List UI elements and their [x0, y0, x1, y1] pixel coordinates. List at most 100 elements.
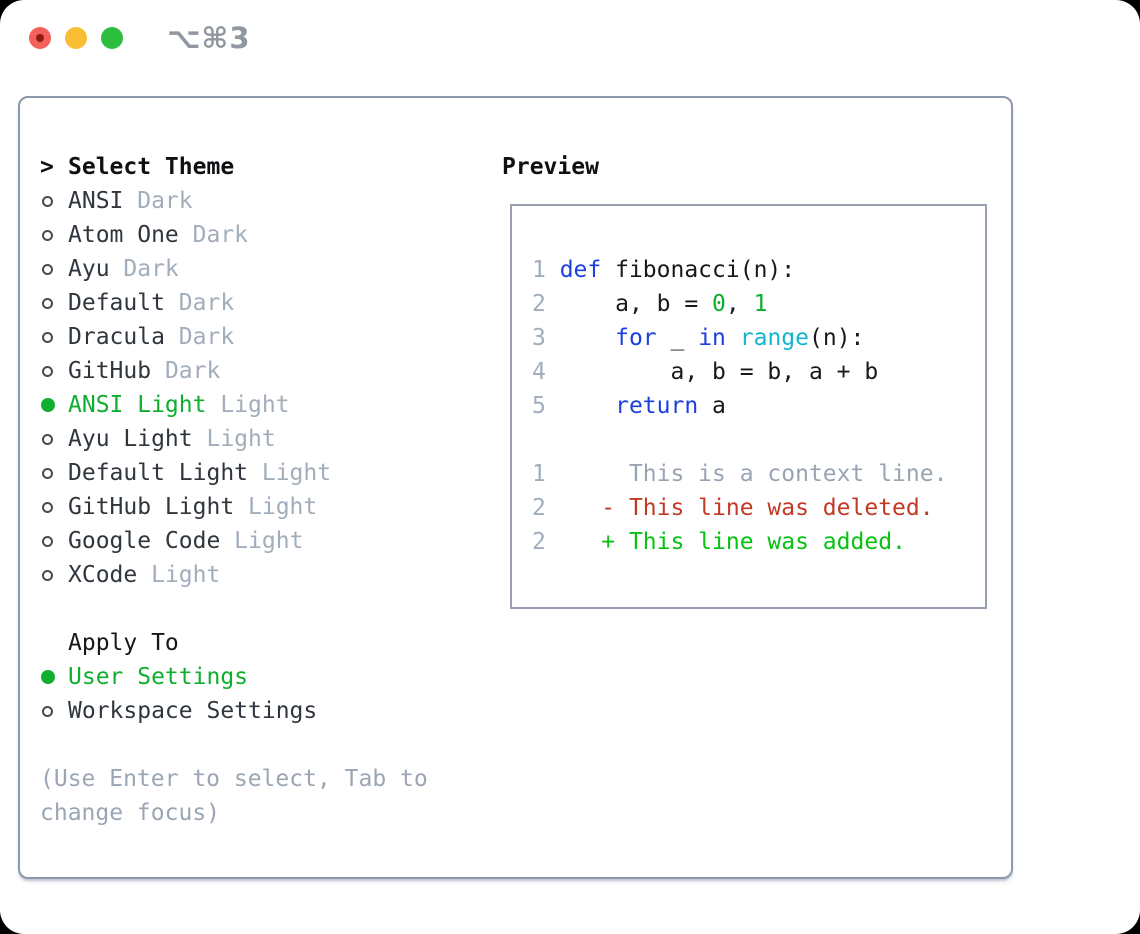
- option-tag: Light: [137, 562, 221, 588]
- theme-option-ansi-light[interactable]: ANSI Light Light: [40, 388, 480, 422]
- theme-option-github-light[interactable]: GitHub Light Light: [40, 490, 480, 524]
- option-tag: Light: [234, 494, 318, 520]
- radio-icon: [42, 501, 53, 513]
- code-token: [560, 325, 615, 351]
- option-label: Dracula: [68, 324, 165, 350]
- code-line: 1 This is a context line.: [532, 457, 985, 491]
- zoom-button[interactable]: [101, 27, 123, 49]
- option-tag: Dark: [164, 324, 235, 350]
- radio-selected-icon: [41, 398, 55, 412]
- theme-option-default-light[interactable]: Default Light Light: [40, 456, 480, 490]
- code-line: 4 a, b = b, a + b: [532, 355, 985, 389]
- code-token: 1: [753, 291, 768, 317]
- spacer: [40, 592, 480, 626]
- theme-option-ansi[interactable]: ANSI Dark: [40, 184, 480, 218]
- code-token: range: [739, 325, 809, 351]
- code-token: - This line was deleted.: [559, 495, 934, 521]
- option-tag: Dark: [178, 222, 249, 248]
- option-label: XCode: [68, 562, 138, 588]
- option-label: ANSI: [68, 188, 124, 214]
- line-number: 1: [532, 257, 560, 283]
- theme-option-ayu[interactable]: Ayu Dark: [40, 252, 480, 286]
- select-theme-header: > Select Theme: [40, 150, 480, 184]
- theme-option-google-code[interactable]: Google Code Light: [40, 524, 480, 558]
- line-number: 2: [532, 529, 560, 555]
- code-line: [532, 423, 985, 457]
- option-label: GitHub Light: [68, 494, 235, 520]
- option-label: User Settings: [68, 664, 249, 690]
- radio-icon: [42, 263, 53, 275]
- code-token: def: [559, 257, 602, 283]
- radio-icon: [42, 365, 53, 377]
- code-token: 0: [712, 291, 726, 317]
- theme-option-dracula[interactable]: Dracula Dark: [40, 320, 480, 354]
- radio-icon: [42, 467, 53, 479]
- close-button[interactable]: [29, 27, 51, 49]
- option-tag: Dark: [164, 290, 235, 316]
- option-tag: Light: [220, 528, 304, 554]
- option-label: Default Light: [68, 460, 249, 486]
- option-label: Workspace Settings: [68, 698, 318, 724]
- select-theme-title: Select Theme: [68, 154, 235, 180]
- code-token: a, b =: [559, 291, 713, 317]
- theme-option-github[interactable]: GitHub Dark: [40, 354, 480, 388]
- code-token: return: [615, 393, 699, 419]
- minimize-button[interactable]: [65, 27, 87, 49]
- option-tag: Dark: [151, 358, 221, 384]
- option-label: Ayu: [68, 256, 110, 282]
- option-label: Atom One: [68, 222, 179, 248]
- code-line: 2 - This line was deleted.: [532, 491, 985, 525]
- line-number: 5: [532, 393, 560, 419]
- option-label: ANSI Light: [68, 392, 207, 418]
- code-token: [560, 393, 615, 419]
- option-label: Google Code: [68, 528, 221, 554]
- radio-icon: [42, 705, 53, 717]
- code-token: fibonacci(n):: [601, 257, 796, 283]
- close-dot-icon: [36, 34, 44, 42]
- option-tag: Dark: [109, 256, 179, 282]
- code-line: 3 for _ in range(n):: [532, 321, 985, 355]
- preview-title: Preview: [502, 154, 599, 180]
- code-line: 5 return a: [532, 389, 985, 423]
- option-tag: Light: [206, 392, 290, 418]
- radio-icon: [42, 331, 53, 343]
- code-token: + This line was added.: [559, 529, 906, 555]
- theme-option-ayu-light[interactable]: Ayu Light Light: [40, 422, 480, 456]
- keyboard-shortcut-label: ⌥⌘3: [167, 21, 251, 55]
- radio-icon: [42, 535, 53, 547]
- apply-option-user-settings[interactable]: User Settings: [40, 660, 480, 694]
- code-line: 2 a, b = 0, 1: [532, 287, 985, 321]
- option-label: GitHub: [68, 358, 152, 384]
- radio-selected-icon: [41, 670, 55, 684]
- radio-icon: [42, 297, 53, 309]
- radio-icon: [42, 569, 53, 581]
- option-tag: Light: [248, 460, 332, 486]
- code-token: This is a context line.: [559, 461, 948, 487]
- theme-option-default[interactable]: Default Dark: [40, 286, 480, 320]
- theme-option-xcode[interactable]: XCode Light: [40, 558, 480, 592]
- spacer: [40, 728, 480, 762]
- radio-icon: [42, 195, 53, 207]
- option-tag: Dark: [123, 188, 193, 214]
- focus-cursor-icon: >: [40, 154, 54, 180]
- apply-to-header: Apply To: [40, 626, 480, 660]
- option-tag: Light: [192, 426, 276, 452]
- code-token: [726, 325, 740, 351]
- apply-to-title: Apply To: [68, 630, 179, 656]
- code-token: in: [698, 325, 726, 351]
- theme-option-atom-one[interactable]: Atom One Dark: [40, 218, 480, 252]
- code-token: for: [615, 325, 657, 351]
- apply-option-workspace-settings[interactable]: Workspace Settings: [40, 694, 480, 728]
- code-line: 2 + This line was added.: [532, 525, 985, 559]
- code-line: 1 def fibonacci(n):: [532, 253, 985, 287]
- option-label: Default: [68, 290, 165, 316]
- line-number: 3: [532, 325, 560, 351]
- line-number: 1: [532, 461, 560, 487]
- radio-icon: [42, 229, 53, 241]
- help-text: (Use Enter to select, Tab to change focu…: [40, 766, 428, 826]
